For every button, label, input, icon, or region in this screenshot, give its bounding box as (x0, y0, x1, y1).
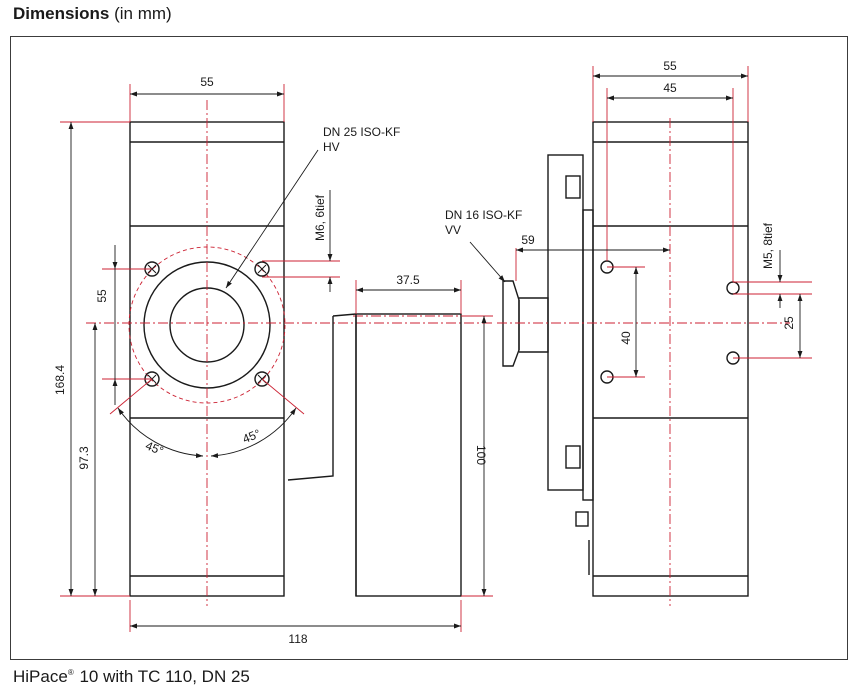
dim-thread-side: M5, 8tief (761, 222, 775, 269)
dim-overall-width: 118 (288, 632, 307, 646)
dim-hole-offset: 25 (782, 316, 796, 330)
dim-width-outer: 55 (663, 59, 677, 73)
title-unit: (in mm) (114, 4, 172, 23)
front-view: 55 DN 25 ISO-KF HV M6, 6tief 55 168.4 97… (53, 75, 493, 646)
dim-width-top: 55 (200, 75, 214, 89)
caption-reg-mark: ® (67, 668, 74, 677)
dim-center-height: 97.3 (77, 446, 91, 470)
dim-hole-spacing: 55 (95, 289, 109, 303)
side-controller-frame (582, 209, 594, 501)
side-extension-lines (515, 66, 812, 378)
plate-slot-top (565, 175, 581, 199)
vv-flange (502, 280, 520, 367)
side-body-outline (592, 121, 749, 597)
caption-description: 10 with TC 110, DN 25 (79, 667, 250, 686)
caption-product: HiPace (13, 667, 68, 686)
flange-label-hv-line1: DN 25 ISO-KF (323, 125, 400, 139)
dim-overall-height: 168.4 (53, 365, 67, 395)
dim-controller-depth: 37.5 (396, 273, 420, 287)
title-bold: Dimensions (13, 4, 110, 23)
dim-arc-angle-right (210, 407, 297, 459)
flange-label-hv-line2: HV (323, 140, 340, 154)
dim-angle-left: 45° (143, 438, 165, 458)
side-view: 55 45 DN 16 ISO-KF VV 59 M5, 8tief 40 25 (445, 59, 812, 606)
figure-caption: HiPace® 10 with TC 110, DN 25 (13, 667, 250, 687)
page-title: Dimensions (in mm) (13, 4, 172, 24)
side-controller-plate (547, 154, 584, 491)
leader-flange-hv (225, 149, 319, 289)
dim-flange-offset: 59 (521, 233, 535, 247)
cable-connector (287, 313, 357, 596)
flange-label-vv-line2: VV (445, 223, 461, 237)
dim-arc-angle-left (117, 407, 204, 459)
dim-width-inner: 45 (663, 81, 677, 95)
vv-flange-neck (518, 297, 549, 353)
flange-label-vv-line1: DN 16 ISO-KF (445, 208, 522, 222)
leader-flange-vv (469, 241, 506, 283)
front-extension-lines (60, 84, 493, 632)
dim-controller-height: 100 (474, 445, 488, 465)
dim-thread-front: M6, 6tief (313, 194, 327, 241)
side-connector (575, 511, 589, 527)
plate-slot-bottom (565, 445, 581, 469)
dim-angle-right: 45° (240, 426, 262, 446)
drawing-frame (10, 36, 848, 660)
dim-hole-spacing-vertical: 40 (619, 331, 633, 345)
controller-box (355, 313, 462, 597)
